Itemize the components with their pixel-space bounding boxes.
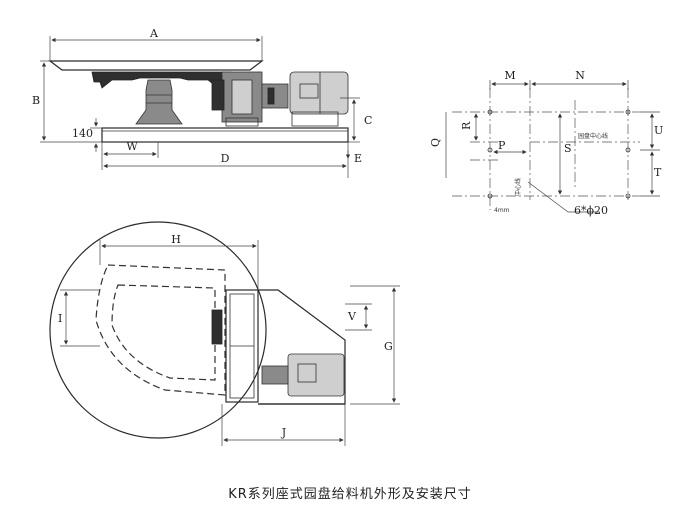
dim-R: R [460, 121, 473, 130]
disc-center-label: 园盘中心线 [578, 132, 608, 140]
dim-M: M [504, 69, 515, 82]
dim-Q: Q [429, 138, 442, 147]
base-frame [101, 127, 349, 143]
dim-G: G [384, 340, 393, 353]
disc-plate [48, 60, 264, 71]
dim-P: P [498, 139, 506, 152]
bolt-holes [487, 109, 631, 199]
bolt-note: 6*ϕ20 [574, 204, 608, 217]
dim-U: U [654, 124, 663, 137]
dim-J: J [281, 426, 286, 439]
dim-T: T [654, 166, 662, 179]
dim-I: I [58, 312, 62, 325]
dim-C: C [364, 114, 372, 127]
plan-view: H I V G J [49, 221, 400, 446]
dim-140: 140 [72, 127, 93, 140]
dim-B: B [32, 94, 40, 107]
dim-W: W [126, 140, 138, 153]
dim-E: E [354, 152, 362, 165]
pedestal-column [135, 79, 183, 125]
dim-N: N [575, 69, 585, 82]
plan-gear [211, 309, 223, 345]
motor [289, 71, 349, 115]
elevation-view: A B 140 W D C E [32, 27, 372, 178]
plan-coupling [261, 365, 289, 385]
disc-outline [49, 221, 267, 439]
hole-layout-view: M N Q R P S U T 园盘中心线 中心线 4mm 6*ϕ20 [429, 69, 663, 217]
coupling [261, 83, 289, 109]
dim-S: S [564, 142, 572, 155]
plan-reducer [225, 289, 259, 403]
small-label: 4mm [494, 207, 510, 214]
dim-V: V [347, 310, 357, 323]
vertical-center-label: 中心线 [514, 178, 522, 196]
dim-D: D [221, 152, 230, 165]
dim-H: H [171, 233, 181, 246]
figure-caption: KR系列座式园盘给料机外形及安装尺寸 [228, 486, 472, 502]
dim-A: A [149, 27, 159, 40]
